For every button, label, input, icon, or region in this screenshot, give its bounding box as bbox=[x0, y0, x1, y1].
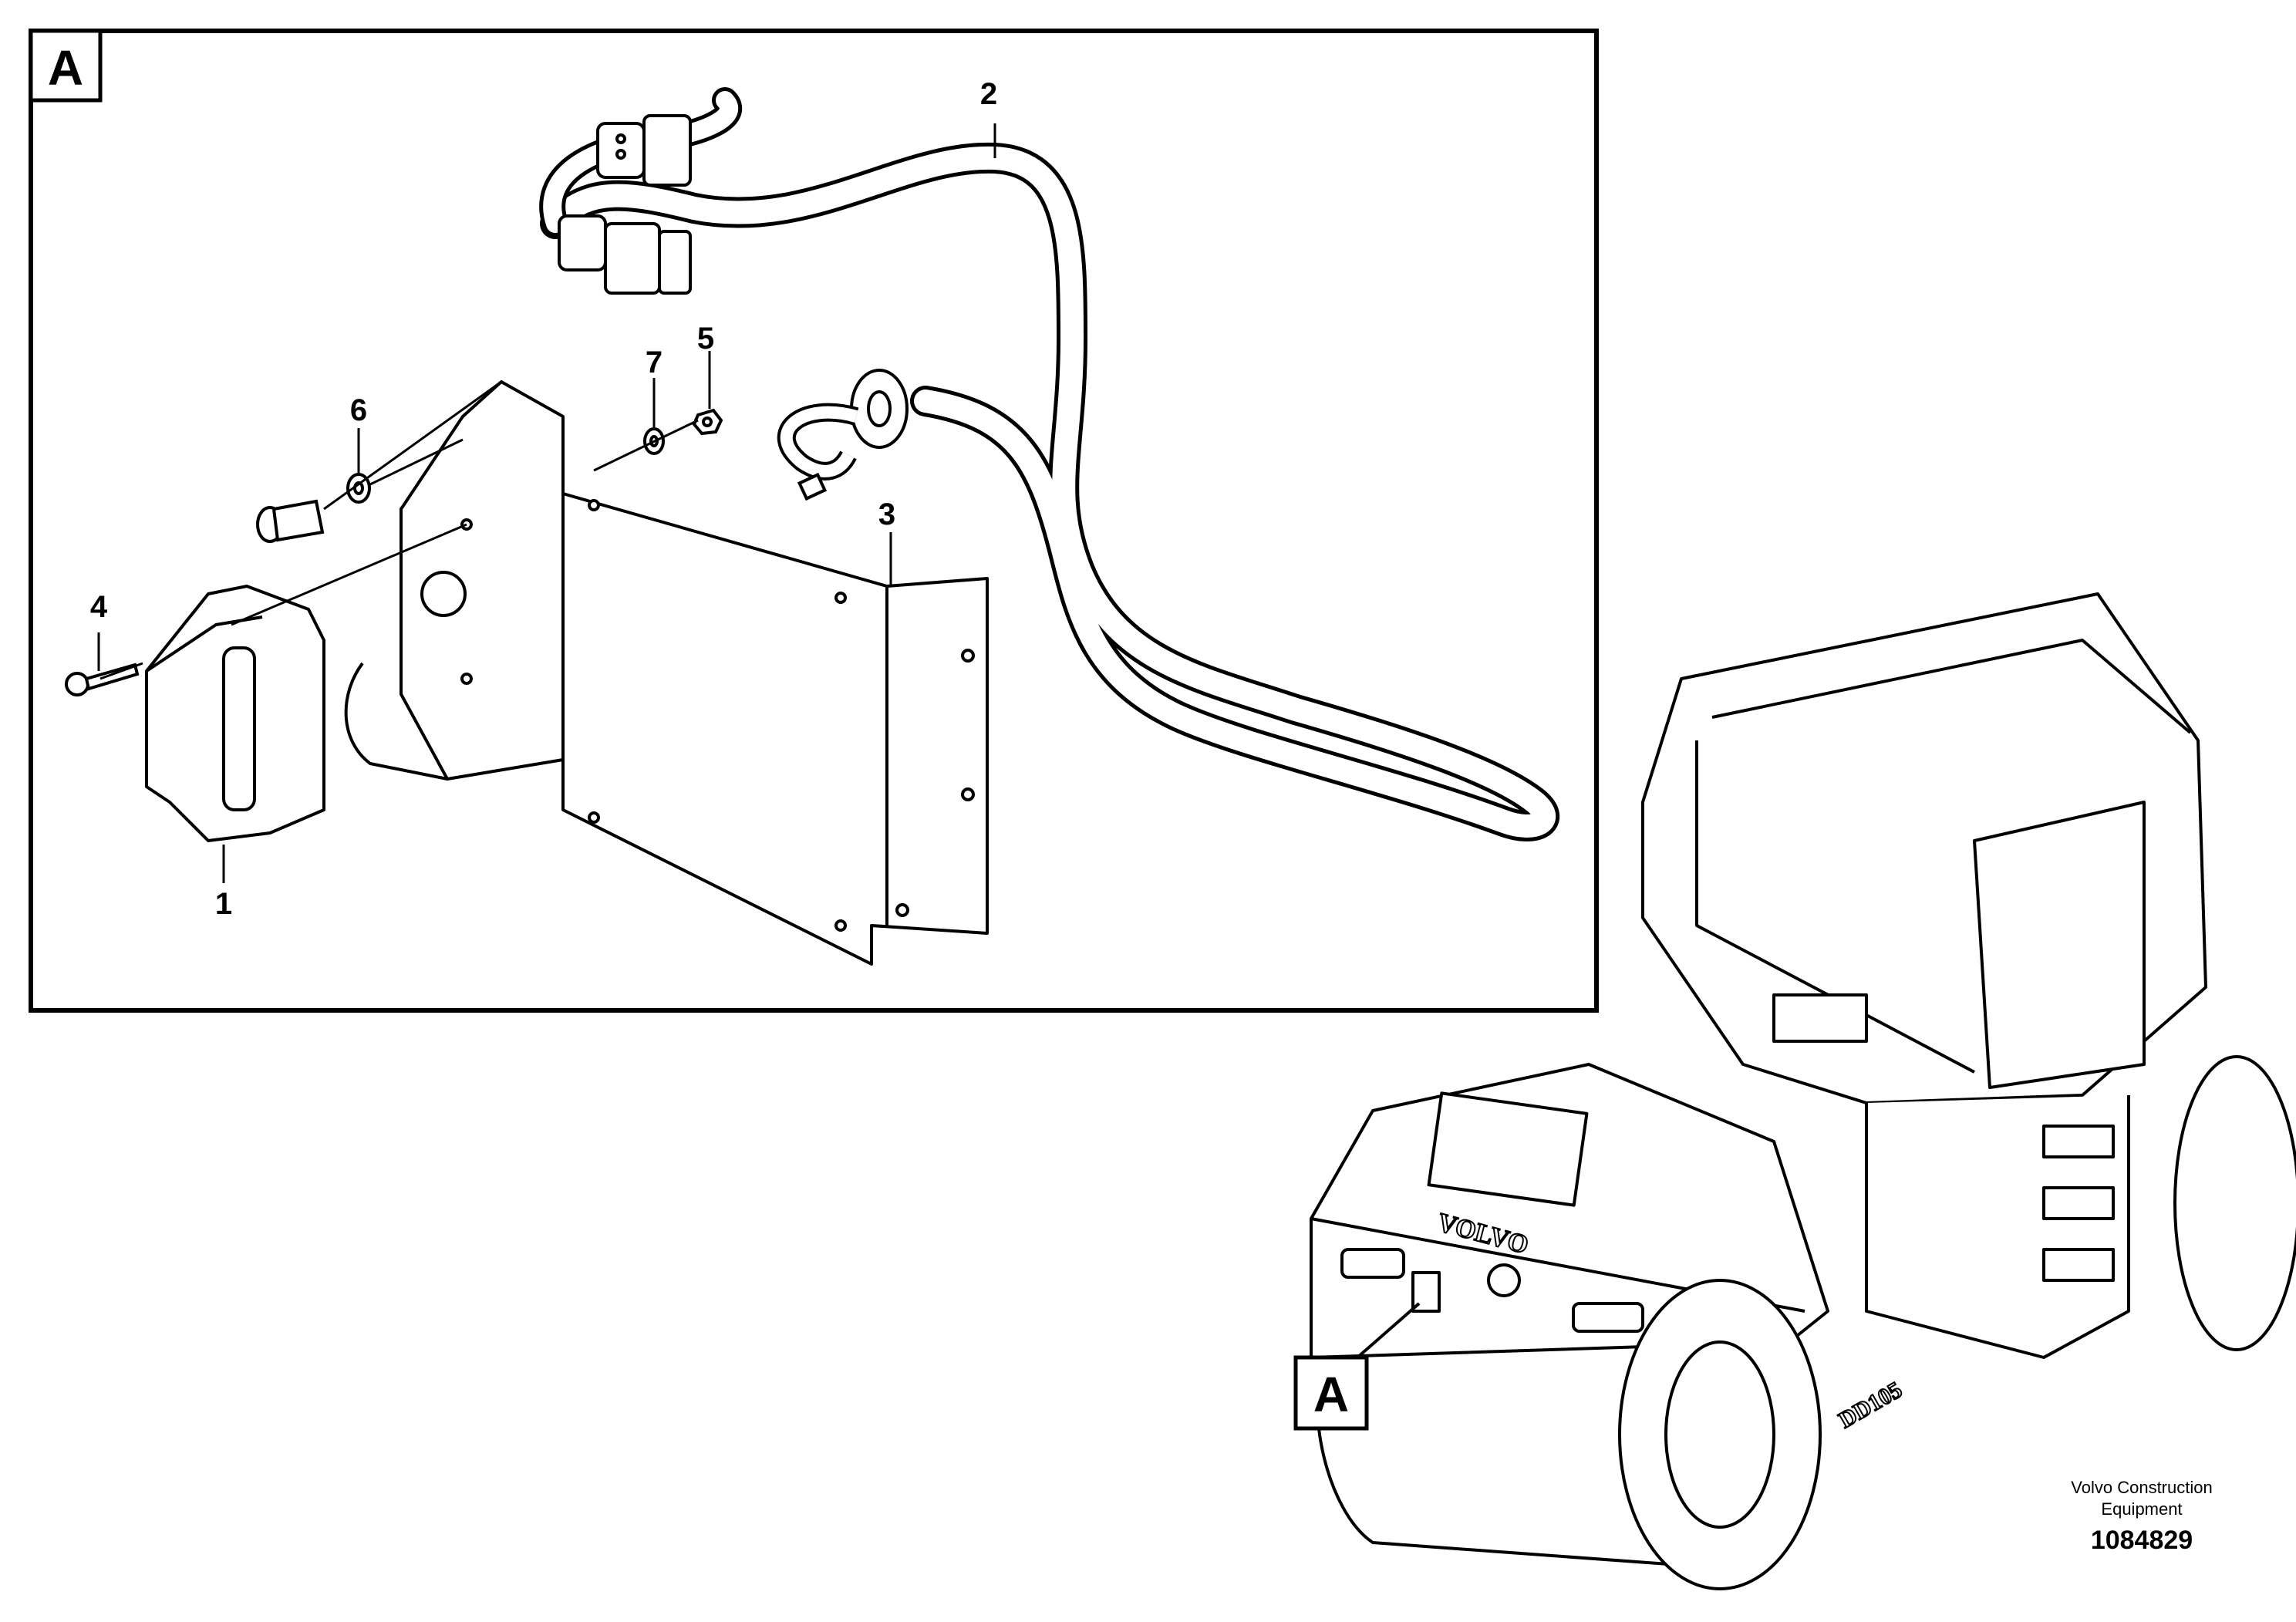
location-label-box bbox=[1293, 1355, 1369, 1431]
harness-connector-lower bbox=[558, 214, 692, 295]
mounting-bracket bbox=[344, 380, 989, 966]
electronic-module-cover bbox=[145, 585, 325, 842]
assembly-lines bbox=[99, 380, 699, 680]
callout-2: 2 bbox=[980, 77, 997, 111]
location-label: A bbox=[1313, 1367, 1349, 1422]
detail-frame bbox=[29, 29, 1599, 1013]
credit-company: Volvo Construction bbox=[2071, 1478, 2213, 1497]
bolt bbox=[256, 499, 325, 543]
callout-5: 5 bbox=[697, 322, 714, 356]
machine-model-text: DD105 bbox=[1835, 1377, 1907, 1433]
callout-7: 7 bbox=[646, 346, 663, 379]
detail-label-box bbox=[29, 29, 103, 103]
callout-3: 3 bbox=[878, 497, 895, 531]
callout-4: 4 bbox=[90, 590, 108, 624]
nut-5 bbox=[692, 408, 723, 436]
roller-machine-illustration bbox=[1310, 592, 2296, 1590]
drawing-number: 1084829 bbox=[2090, 1526, 2193, 1555]
callout-6: 6 bbox=[350, 393, 367, 427]
screw-4 bbox=[65, 663, 140, 696]
harness-grommet bbox=[777, 369, 909, 501]
callout-1: 1 bbox=[215, 887, 232, 921]
callout-leaders bbox=[97, 123, 996, 883]
harness-connector-upper bbox=[596, 114, 692, 187]
wiring-harness bbox=[539, 87, 1559, 841]
credit-company-suffix: Equipment bbox=[2101, 1499, 2183, 1519]
detail-label: A bbox=[48, 40, 83, 96]
